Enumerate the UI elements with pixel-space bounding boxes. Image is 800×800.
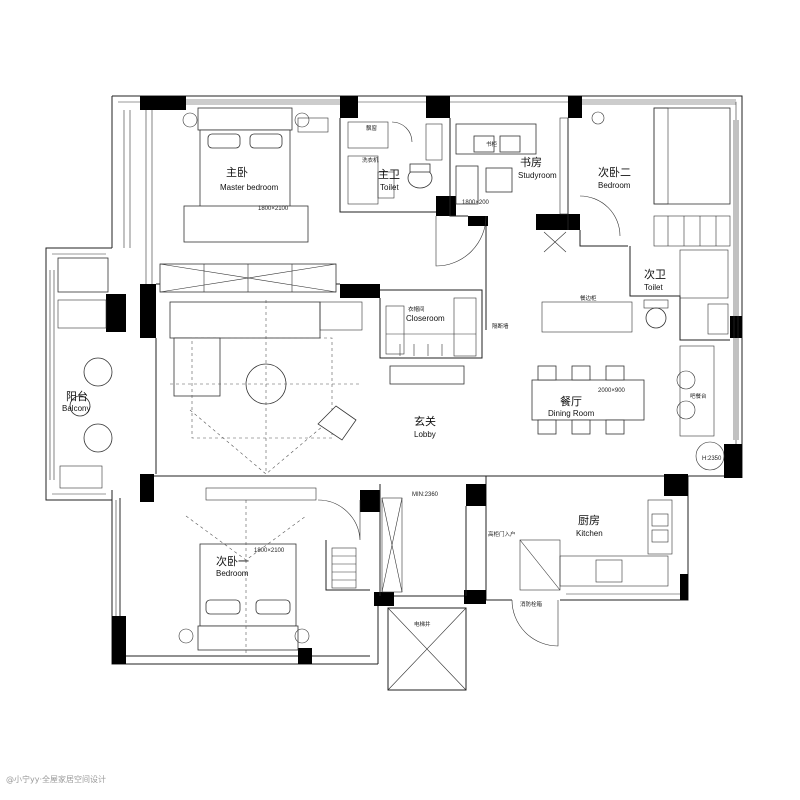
min-2360-label: MIN:2360 — [412, 492, 439, 498]
closet-en: Closeroom — [406, 314, 445, 323]
washer-label: 洗衣机 — [362, 156, 379, 164]
bedroom2-en: Bedroom — [598, 181, 631, 190]
master-bedroom-cn: 主卧 — [226, 166, 248, 179]
study-furniture — [455, 117, 569, 253]
bedroom1-furniture — [178, 487, 357, 656]
door-swings — [317, 121, 621, 647]
watermark: @小宁yy·全屋家居空间设计 — [6, 774, 106, 784]
toilet2-fixtures — [643, 249, 729, 335]
master-toilet-en: Toilet — [380, 183, 399, 192]
study-cn: 书房 — [520, 156, 542, 169]
study-en: Studyroom — [518, 171, 557, 180]
dining-en: Dining Room — [548, 409, 595, 418]
shaft-cn: 电梯井 — [414, 620, 431, 628]
elevator-shaft — [387, 607, 467, 691]
balcony-furniture — [57, 257, 113, 489]
lobby-en: Lobby — [414, 430, 436, 439]
windows — [49, 99, 739, 616]
balcony-cn: 阳台 — [66, 389, 88, 403]
kitchen-cn: 厨房 — [578, 514, 600, 527]
toilet2-en: Toilet — [644, 283, 663, 292]
bedroom2-furniture — [591, 107, 731, 247]
window-seat-label: 飘窗 — [366, 124, 378, 132]
structural-columns — [106, 96, 742, 664]
h2350-label: H:2350 — [702, 456, 722, 462]
master-bedroom-en: Master bedroom — [220, 183, 279, 192]
bedroom1-cn: 次卧一 — [216, 554, 249, 568]
bedroom1-en: Bedroom — [216, 569, 249, 578]
toilet2-cn: 次卫 — [644, 267, 666, 281]
balcony-en: Balcony — [62, 404, 90, 413]
living-furniture — [169, 300, 363, 475]
dining-cn: 餐厅 — [560, 394, 582, 408]
fire-hydrant-label: 消防栓箱 — [520, 600, 543, 608]
dining-furniture — [531, 301, 725, 471]
outer-walls — [45, 95, 743, 665]
kitchen-cabinet-label: 高柜门入户 — [488, 530, 516, 538]
bar-counter-label: 吧餐台 — [690, 392, 707, 400]
lobby-cn: 玄关 — [414, 414, 436, 428]
study-desk-size: 1800×200 — [462, 200, 490, 206]
kitchen-furniture — [519, 499, 673, 591]
bookshelf-label: 书柜 — [486, 140, 498, 148]
master-bedroom-furniture — [123, 107, 337, 293]
bedroom1-bed-size: 1800×2100 — [254, 548, 285, 554]
master-toilet-cn: 主卫 — [378, 168, 400, 181]
dining-table-size: 2000×900 — [598, 388, 626, 394]
corridor-cabinets — [381, 497, 403, 593]
closet-furniture — [385, 297, 477, 385]
bedroom2-cn: 次卧二 — [598, 165, 631, 179]
partition-label: 隔断墙 — [492, 322, 509, 330]
master-toilet-fixtures — [347, 121, 443, 205]
closet-cn: 衣帽间 — [408, 305, 425, 313]
master-bed-size: 1800×2100 — [258, 206, 289, 212]
kitchen-en: Kitchen — [576, 529, 603, 538]
side-cabinet-label: 餐边柜 — [580, 294, 597, 302]
